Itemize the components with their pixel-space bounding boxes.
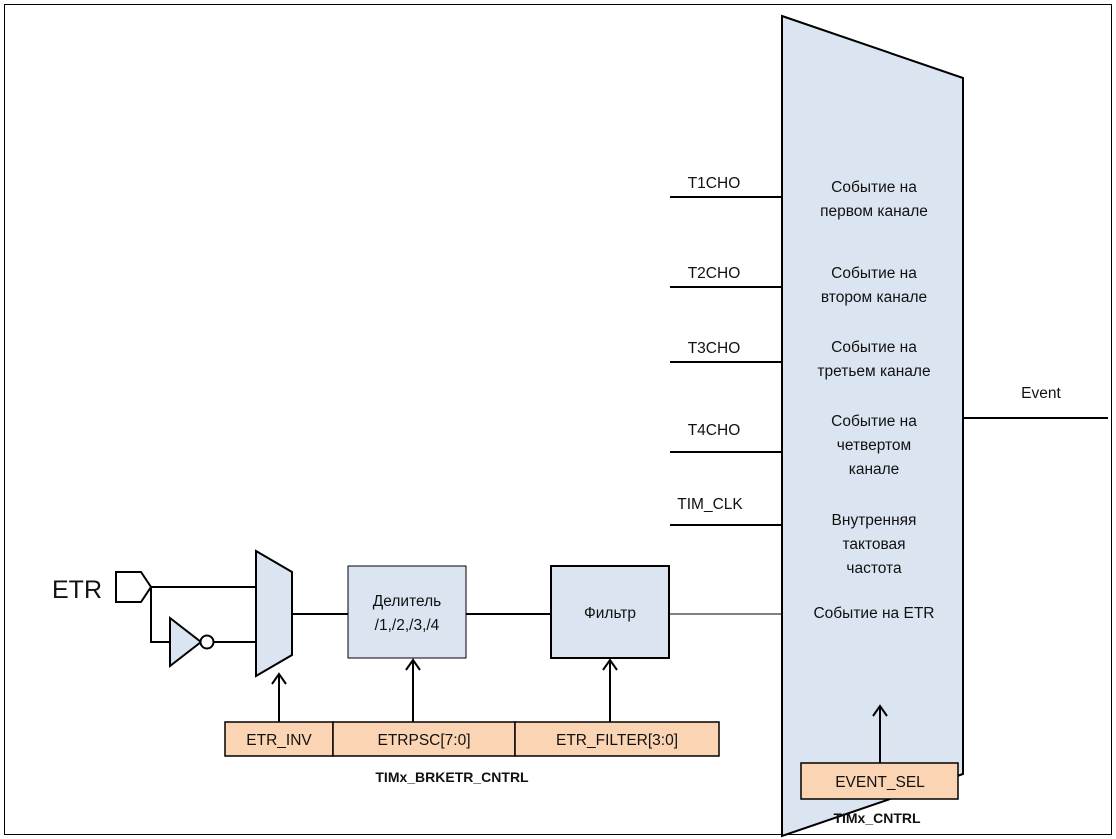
- internal-clock-line3: частота: [846, 560, 902, 577]
- event-ch1-line1: Событие на: [831, 179, 917, 196]
- event-ch2-line2: втором канале: [821, 289, 927, 306]
- t2cho-label: T2CHO: [688, 265, 741, 282]
- internal-clock-line2: тактовая: [842, 536, 905, 553]
- event-sel-arrow: [872, 704, 888, 763]
- prescaler-block: [347, 565, 467, 659]
- etrpsc-field: [332, 721, 516, 757]
- etr-filter-arrow: [602, 658, 618, 722]
- event-sel-field: [800, 762, 959, 800]
- event-ch3-line2: третьем канале: [817, 363, 930, 380]
- tim-clk-label: TIM_CLK: [677, 496, 743, 513]
- etr-input-pad: [115, 571, 153, 603]
- filter-label: Фильтр: [584, 605, 636, 622]
- etrpsc-field-label: ETRPSC[7:0]: [377, 732, 470, 749]
- t1cho-label: T1CHO: [688, 175, 741, 192]
- etr-filter-field: [514, 721, 720, 757]
- event-ch4-line2: четвертом: [837, 437, 911, 454]
- etr-filter-field-label: ETR_FILTER[3:0]: [556, 732, 678, 749]
- t3cho-label: T3CHO: [688, 340, 741, 357]
- cntrl-register-name: TIMx_CNTRL: [833, 810, 921, 826]
- event-ch4-line3: канале: [849, 461, 900, 478]
- event-selector-mux: [781, 14, 964, 838]
- inverter-symbol: [169, 615, 203, 669]
- etr-inv-field-label: ETR_INV: [246, 732, 312, 749]
- event-ch4-line1: Событие на: [831, 413, 917, 430]
- etr-inv-arrow: [271, 672, 287, 722]
- event-output-label: Event: [1021, 385, 1061, 402]
- event-sel-field-label: EVENT_SEL: [835, 774, 925, 791]
- etr-inv-field: [224, 721, 334, 757]
- etr-branch-wire: [150, 587, 170, 643]
- event-ch3-line1: Событие на: [831, 339, 917, 356]
- event-ch1-line2: первом канале: [820, 203, 928, 220]
- brketr-register-name: TIMx_BRKETR_CNTRL: [375, 769, 529, 785]
- prescaler-label-line2: /1,/2,/3,/4: [375, 617, 440, 634]
- etr-label: ETR: [52, 576, 102, 604]
- etr-event-label: Событие на ETR: [813, 605, 934, 622]
- t4cho-label: T4CHO: [688, 422, 741, 439]
- diagram-frame: [4, 4, 1112, 835]
- internal-clock-line1: Внутренняя: [832, 512, 917, 529]
- event-ch2-line1: Событие на: [831, 265, 917, 282]
- etr-inversion-mux: [255, 549, 293, 678]
- inverter-bubble: [199, 634, 215, 650]
- filter-block: [550, 565, 670, 659]
- etrpsc-arrow: [405, 658, 421, 722]
- prescaler-label-line1: Делитель: [373, 593, 441, 610]
